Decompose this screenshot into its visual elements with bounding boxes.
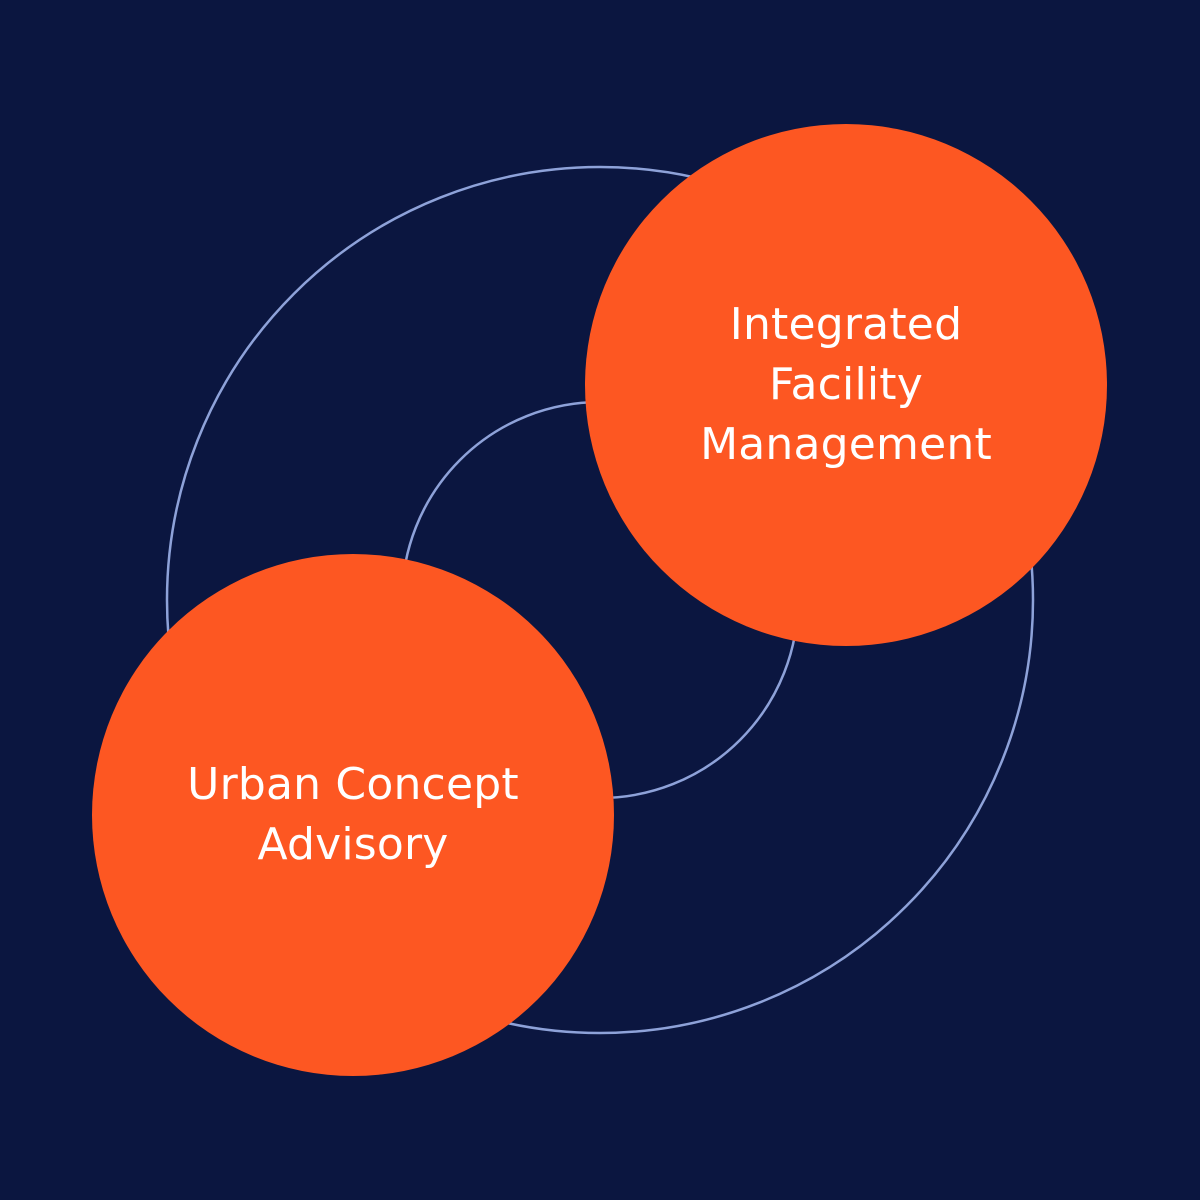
circle-urban-concept-advisory: Urban Concept Advisory (92, 554, 614, 1076)
label-urban-concept-advisory: Urban Concept Advisory (187, 759, 519, 870)
circle-integrated-facility-management: Integrated Facility Management (585, 124, 1107, 646)
label-integrated-facility-management: Integrated Facility Management (700, 299, 992, 470)
outer-ring (165, 165, 1035, 1035)
